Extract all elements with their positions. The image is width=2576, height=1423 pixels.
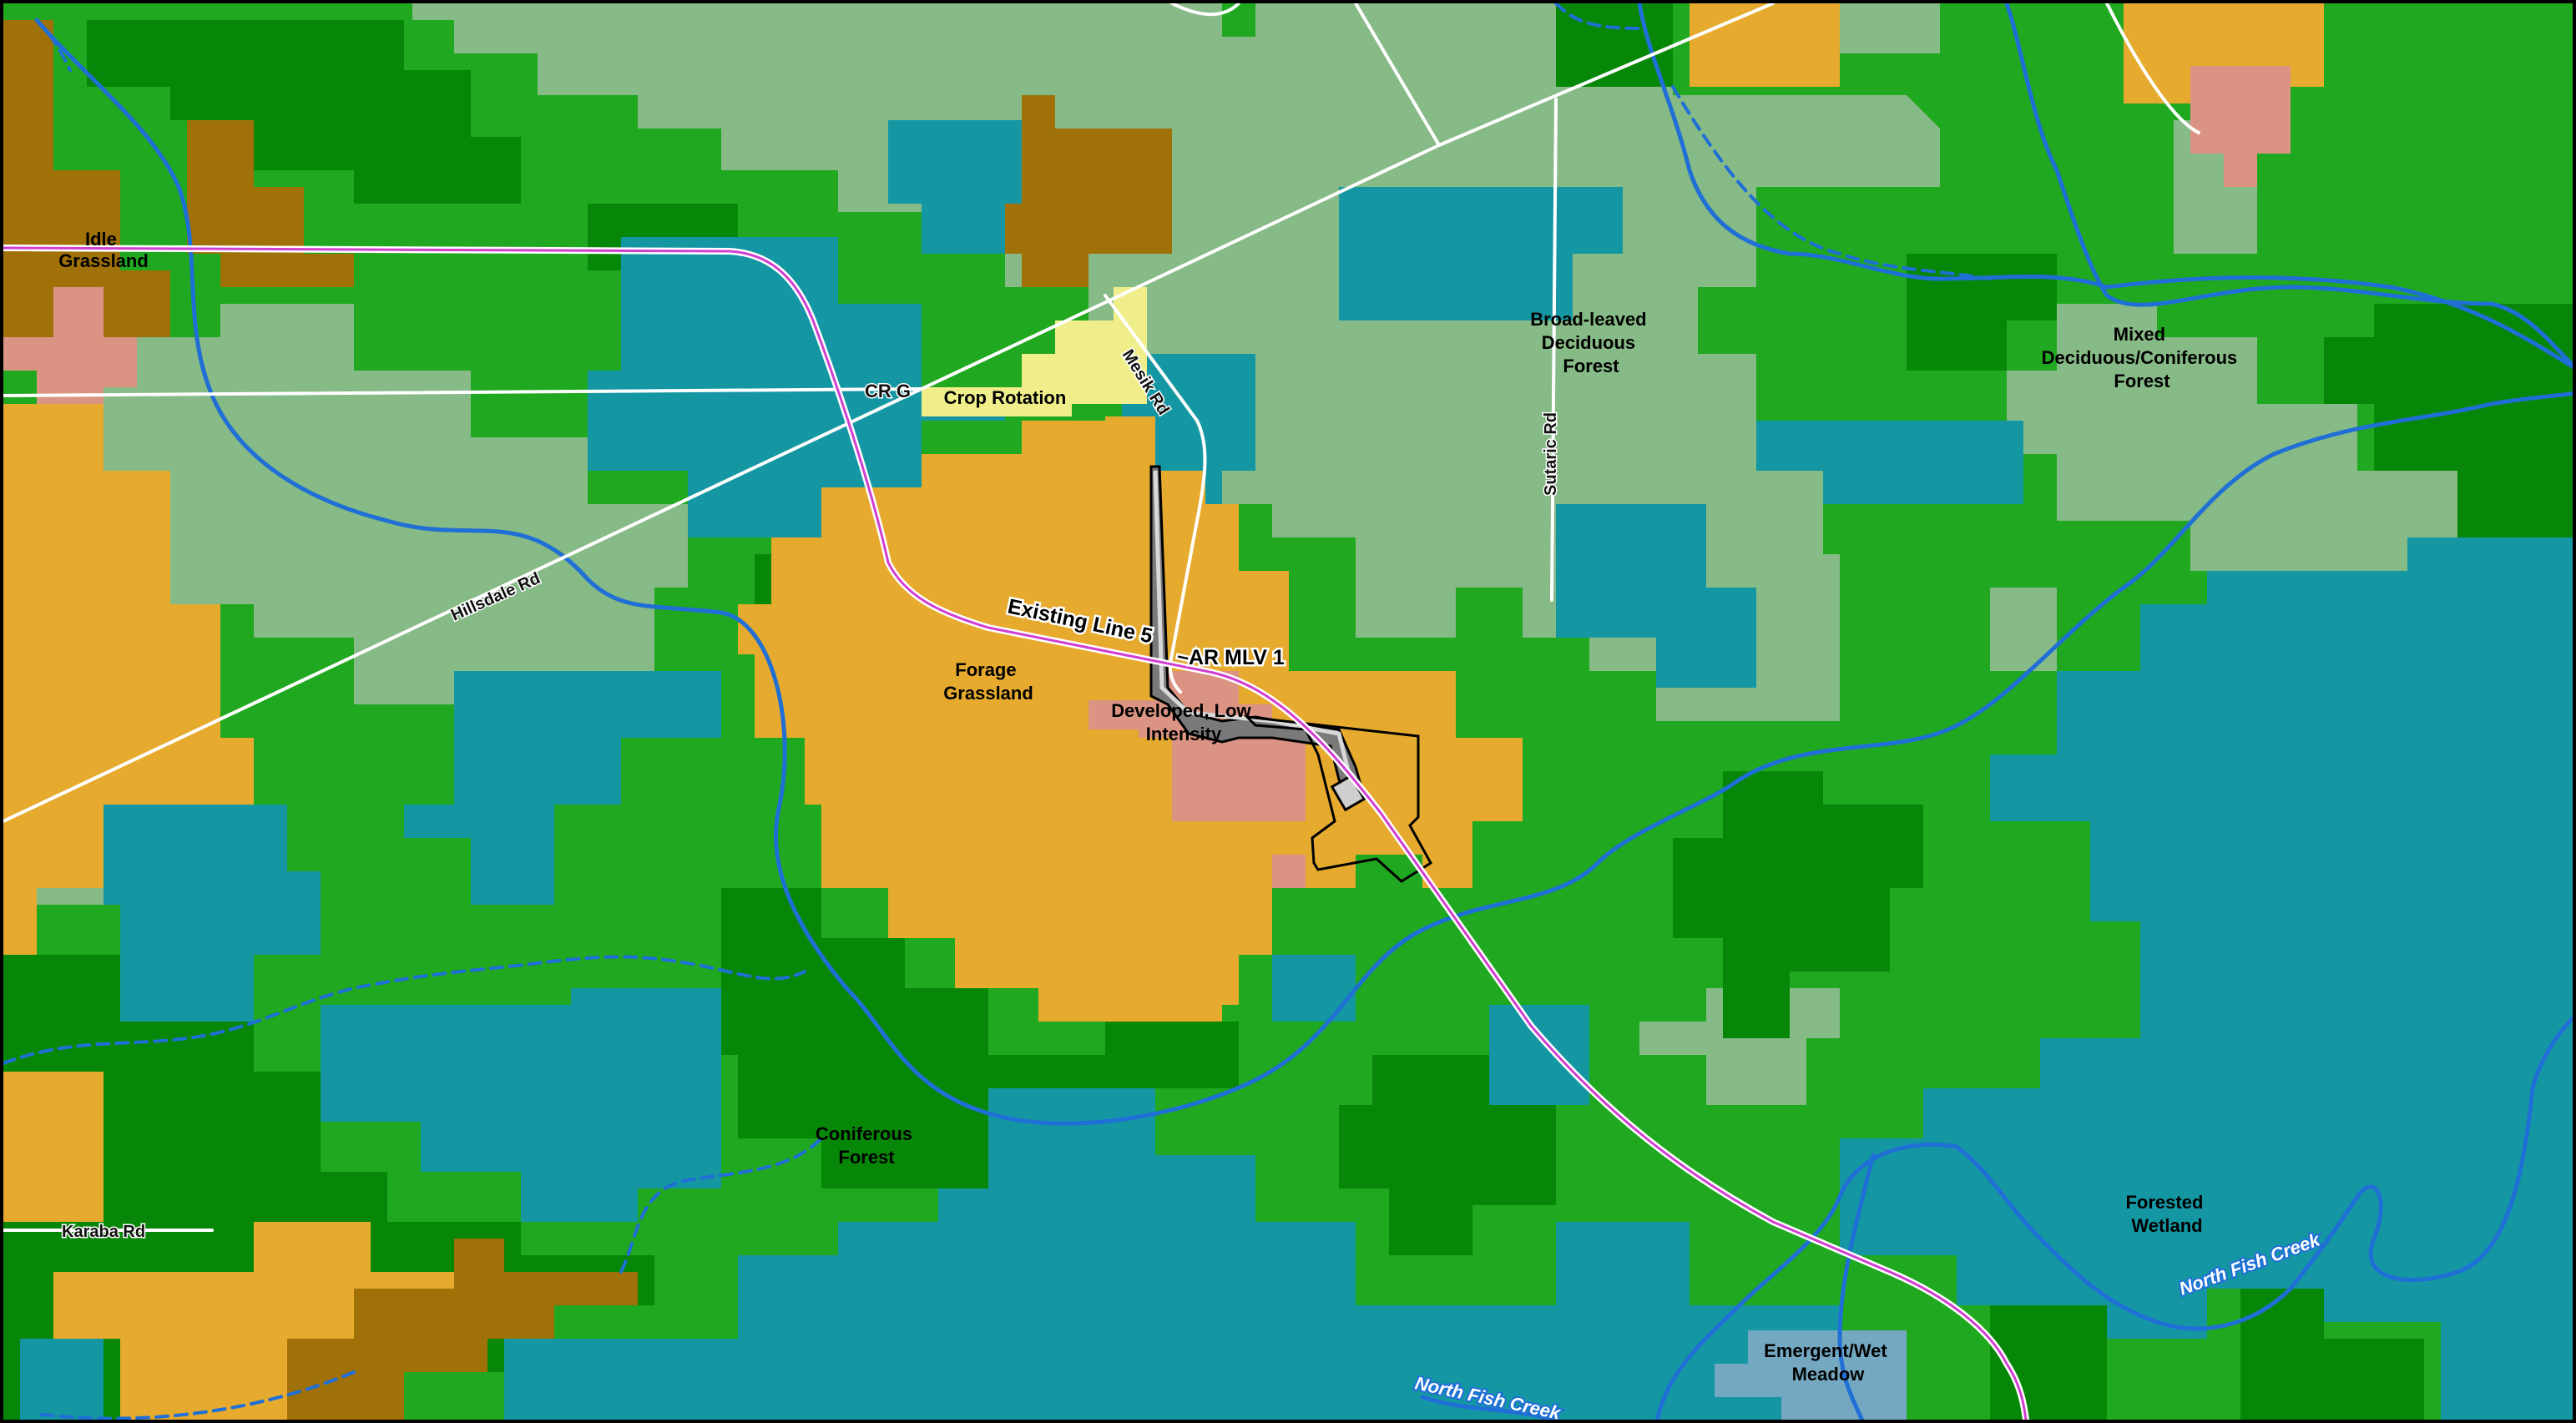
access-road-centerline: [1153, 470, 1354, 785]
label-line: Deciduous/Coniferous: [2042, 347, 2238, 368]
label-line: Wetland: [2131, 1215, 2202, 1236]
label-line: Broad-leaved: [1530, 309, 1646, 330]
forested-wetland-areas: [20, 120, 2573, 1420]
idle-grassland-areas: [3, 20, 1172, 1420]
label-developed-low: Developed, Low Intensity: [1111, 700, 1256, 744]
label-line: Forested: [2125, 1192, 2203, 1213]
pipeline-line-5[interactable]: [3, 245, 2030, 1423]
label-karaba-rd: Karaba Rd: [62, 1223, 145, 1241]
label-forage-grassland: Forage Grassland: [943, 659, 1033, 704]
label-line: Crop Rotation: [944, 387, 1067, 408]
facility: [1149, 465, 1433, 883]
label-crop-rotation: Crop Rotation: [944, 387, 1067, 408]
label-emergent-wet-meadow: Emergent/Wet Meadow: [1764, 1340, 1892, 1385]
label-line: Forest: [2114, 371, 2170, 391]
label-mixed-forest: Mixed Deciduous/Coniferous Forest: [2042, 324, 2243, 391]
label-ar-mlv-1: AR MLV 1: [1189, 646, 1285, 669]
label-idle-grassland: Idle Grassland: [58, 229, 149, 271]
label-line: Forest: [838, 1147, 895, 1168]
label-broadleaf-forest: Broad-leaved Deciduous Forest: [1530, 309, 1652, 376]
label-line: Forest: [1563, 356, 1619, 376]
label-line: Meadow: [1792, 1364, 1866, 1385]
label-line: Forage: [955, 659, 1016, 680]
label-line: Idle: [85, 229, 117, 250]
label-forested-wetland: Forested Wetland: [2125, 1192, 2208, 1236]
crop-rotation-areas: [922, 287, 1147, 416]
roads: [3, 3, 2200, 1232]
streams: [34, 3, 2573, 1420]
land-cover-labels: Idle Grassland Crop Rotation Broad-leave…: [58, 229, 2243, 1385]
label-line: Intensity: [1146, 724, 1222, 744]
label-line: Grassland: [943, 683, 1033, 704]
label-line: Coniferous: [816, 1123, 912, 1144]
label-line: Developed, Low: [1111, 700, 1251, 721]
emergent-wet-meadow-areas: [1715, 1330, 1907, 1420]
label-cr-g: CR G: [865, 381, 911, 401]
label-coniferous-forest: Coniferous Forest: [816, 1123, 917, 1168]
label-line: Emergent/Wet: [1764, 1340, 1887, 1361]
project-boundary[interactable]: [1243, 715, 1433, 883]
label-line: Mixed: [2114, 324, 2165, 345]
label-line: Grassland: [58, 250, 149, 271]
label-sutaric-rd: Sutaric Rd: [1542, 412, 1560, 496]
intermittent-streams: [3, 3, 1992, 1420]
map-canvas: Idle Grassland Crop Rotation Broad-leave…: [3, 3, 2573, 1423]
label-line: Deciduous: [1542, 332, 1635, 353]
